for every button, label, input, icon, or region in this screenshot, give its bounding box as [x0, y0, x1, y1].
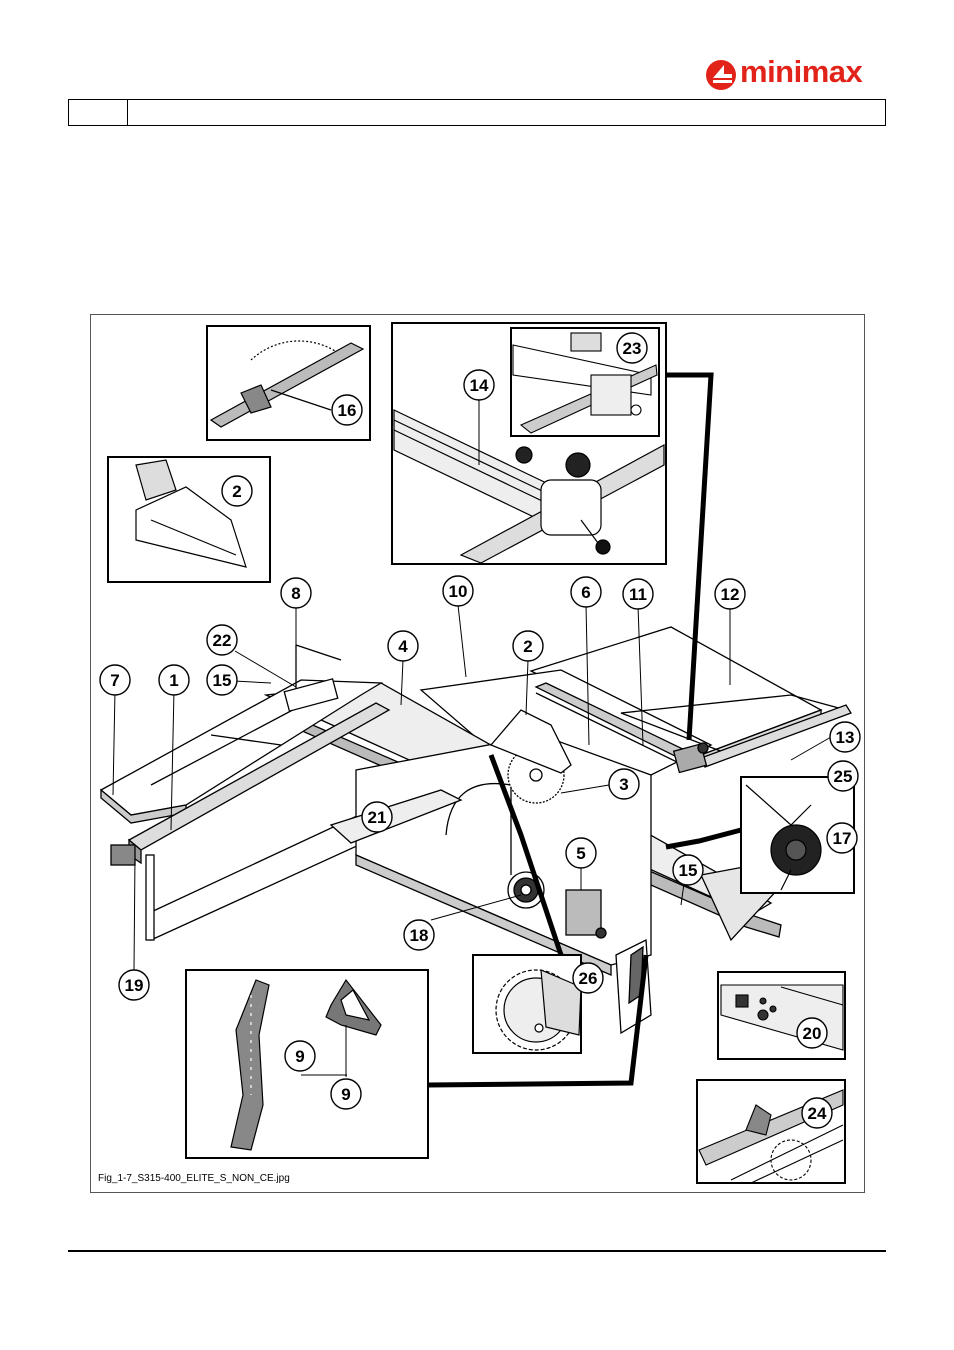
- inset-20: [718, 972, 845, 1059]
- callout-label-21: 21: [368, 808, 387, 827]
- callout-label-5: 5: [576, 844, 585, 863]
- inset-26: [473, 955, 581, 1053]
- callout-label-15b: 15: [679, 861, 698, 880]
- callout-label-19: 19: [125, 976, 144, 995]
- machine-figure: 16 2 14 23 8 10 6 11 12 22 4 2 7 1 15 13…: [90, 314, 865, 1193]
- callout-label-15a: 15: [213, 671, 232, 690]
- callout-label-24: 24: [808, 1104, 827, 1123]
- callout-label-17: 17: [833, 829, 852, 848]
- header-cell-left: [69, 100, 128, 125]
- callout-label-18: 18: [410, 926, 429, 945]
- callout-label-2b: 2: [523, 637, 532, 656]
- callout-label-9a: 9: [295, 1047, 304, 1066]
- callout-label-12: 12: [721, 585, 740, 604]
- callout-label-8: 8: [291, 584, 300, 603]
- header-table: [68, 99, 886, 126]
- callout-label-23: 23: [623, 339, 642, 358]
- minimax-logo: minimax: [704, 56, 884, 96]
- callout-label-20: 20: [803, 1024, 822, 1043]
- inset-24: [697, 1080, 845, 1183]
- callout-label-1: 1: [169, 671, 178, 690]
- callout-label-7: 7: [110, 671, 119, 690]
- callout-label-4: 4: [398, 637, 408, 656]
- logo-text: minimax: [740, 54, 862, 90]
- callout-label-14: 14: [470, 376, 489, 395]
- machine-base: [356, 735, 651, 965]
- callout-label-6: 6: [581, 583, 590, 602]
- callout-label-10: 10: [449, 582, 468, 601]
- callout-label-25: 25: [834, 767, 853, 786]
- sliding-table-saw-drawing: 16 2 14 23 8 10 6 11 12 22 4 2 7 1 15 13…: [91, 315, 866, 1194]
- callout-label-16: 16: [338, 401, 357, 420]
- minimax-logo-mark: [704, 56, 740, 94]
- footer-rule: [68, 1250, 886, 1252]
- callout-label-9b: 9: [341, 1085, 350, 1104]
- inset-2: [108, 457, 270, 582]
- figure-caption: Fig_1-7_S315-400_ELITE_S_NON_CE.jpg: [98, 1173, 290, 1184]
- callout-label-2a: 2: [232, 482, 241, 501]
- callout-label-26: 26: [579, 969, 598, 988]
- callout-label-3: 3: [619, 775, 628, 794]
- leader-inset-17: [666, 830, 741, 847]
- callout-label-13: 13: [836, 728, 855, 747]
- callout-label-22: 22: [213, 631, 232, 650]
- callout-label-11: 11: [629, 585, 647, 604]
